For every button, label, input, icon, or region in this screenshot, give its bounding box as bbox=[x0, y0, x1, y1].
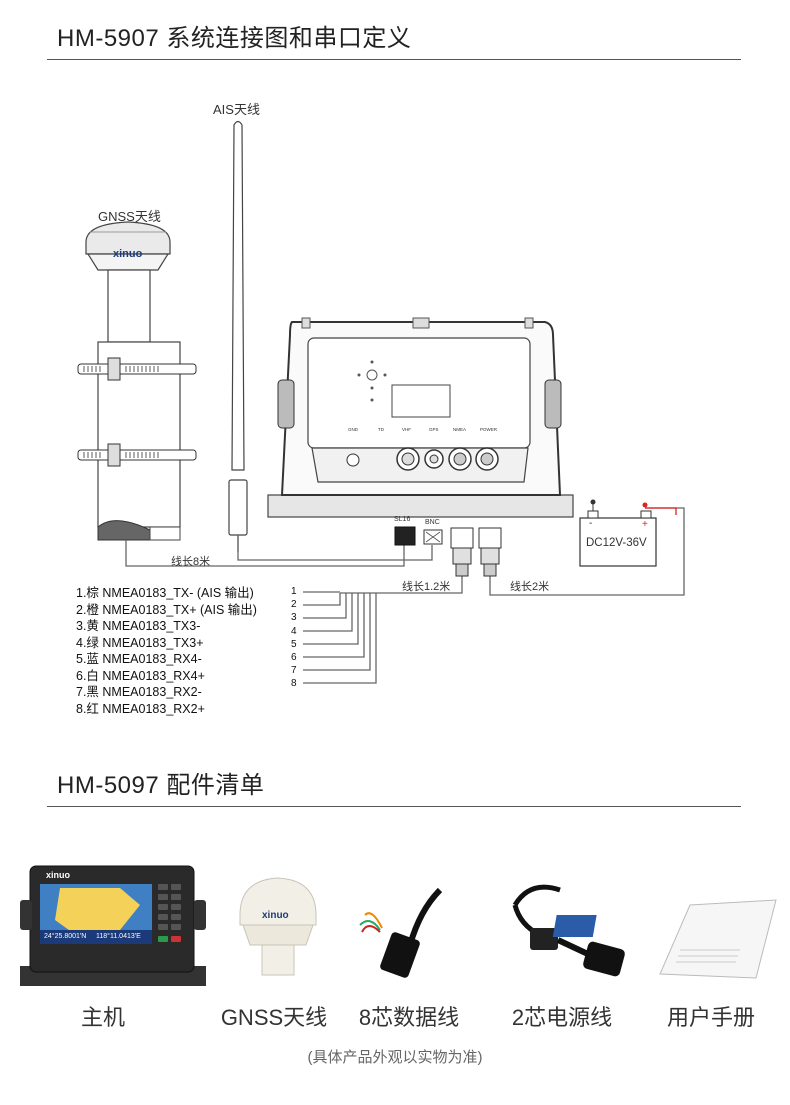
power-plus-label: + bbox=[642, 519, 648, 530]
main-unit-image bbox=[20, 865, 206, 986]
cable-2m-label: 线长2米 bbox=[510, 581, 550, 593]
screen-latitude: 24°25.8001'N bbox=[44, 933, 87, 940]
unit-screen-logo: xinuo bbox=[46, 870, 70, 880]
brand-logo: xinuo bbox=[113, 248, 143, 260]
pin-number-list: 1 2 3 4 5 6 7 8 bbox=[291, 585, 297, 691]
data-cable-image bbox=[359, 887, 443, 978]
gnss-antenna bbox=[77, 221, 197, 541]
section-divider bbox=[47, 59, 741, 60]
power-supply bbox=[579, 499, 657, 567]
wire-definition: 4.绿 NMEA0183_TX3+ bbox=[76, 635, 204, 650]
section-divider bbox=[47, 806, 741, 807]
nmea-plug bbox=[450, 527, 474, 577]
pin-number: 5 bbox=[291, 638, 297, 650]
pin-number: 1 bbox=[291, 586, 297, 597]
bnc-label: BNC bbox=[425, 519, 440, 526]
accessory-label-gnss-antenna: GNSS天线 bbox=[220, 1005, 328, 1030]
port-label-gps: GPS bbox=[429, 427, 439, 432]
wire-definition: 8.红 NMEA0183_RX2+ bbox=[76, 701, 205, 716]
port-label-nmea: NMEA bbox=[453, 427, 467, 432]
accessory-label-power-cable: 2芯电源线 bbox=[511, 1005, 613, 1030]
ais-antenna-label: AIS天线 bbox=[213, 102, 260, 117]
cables bbox=[125, 502, 685, 684]
main-unit-back bbox=[267, 317, 574, 518]
pin-number: 3 bbox=[291, 612, 297, 624]
power-voltage-label: DC12V-36V bbox=[586, 537, 647, 549]
accessory-label-main-unit: 主机 bbox=[80, 1005, 125, 1030]
pin-number: 6 bbox=[291, 652, 297, 664]
wire-definition: 3.黄 NMEA0183_TX3- bbox=[76, 619, 201, 633]
pin-number: 7 bbox=[291, 665, 297, 677]
gnss-antenna-label: GNSS天线 bbox=[98, 209, 161, 224]
wire-definition: 6.白 NMEA0183_RX4+ bbox=[76, 668, 205, 683]
power-plug bbox=[478, 527, 502, 577]
wire-definition-list: 1.棕 NMEA0183_TX- (AIS 输出) 2.橙 NMEA0183_T… bbox=[76, 585, 257, 717]
cable-12m-label: 线长1.2米 bbox=[402, 581, 451, 593]
wire-definition: 7.黑 NMEA0183_RX2- bbox=[76, 685, 202, 699]
cable-8m-label: 线长8米 bbox=[171, 556, 211, 568]
pin-number: 4 bbox=[291, 625, 297, 637]
wire-definition: 2.橙 NMEA0183_TX+ (AIS 输出) bbox=[76, 602, 257, 617]
antenna-logo: xinuo bbox=[262, 910, 289, 921]
accessory-label-data-cable: 8芯数据线 bbox=[358, 1005, 460, 1030]
user-manual-image bbox=[552, 899, 777, 979]
section-title-accessories: HM-5097 配件清单 bbox=[57, 772, 265, 799]
port-label-power: POWER bbox=[480, 427, 498, 432]
sl16-label: SL16 bbox=[394, 516, 411, 523]
disclaimer-note: (具体产品外观以实物为准) bbox=[307, 1049, 483, 1066]
sl16-connector bbox=[394, 526, 416, 546]
port-label-td: TD bbox=[378, 427, 384, 432]
port-label-vhf: VHF bbox=[402, 427, 411, 432]
pin-number: 2 bbox=[291, 599, 297, 611]
accessory-label-user-manual: 用户手册 bbox=[666, 1005, 755, 1030]
wire-definition: 5.蓝 NMEA0183_RX4- bbox=[76, 652, 202, 666]
gnss-antenna-image bbox=[239, 877, 317, 976]
power-minus-label: - bbox=[589, 518, 593, 529]
section-title-connection: HM-5907 系统连接图和串口定义 bbox=[57, 25, 412, 52]
wire-definition: 1.棕 NMEA0183_TX- (AIS 输出) bbox=[76, 586, 254, 600]
port-label-gnd: GND bbox=[348, 427, 358, 432]
screen-longitude: 118°11.0413'E bbox=[96, 933, 141, 940]
ais-antenna bbox=[228, 120, 248, 552]
power-cable-image bbox=[512, 884, 625, 977]
pin-number: 8 bbox=[291, 678, 297, 690]
